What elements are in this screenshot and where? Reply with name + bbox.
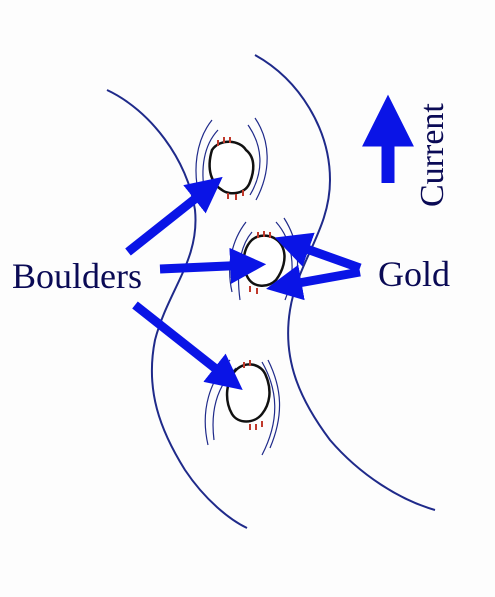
gold-arrows — [266, 232, 362, 301]
arrow-to-gold-upper — [274, 232, 362, 273]
flow-lines — [195, 117, 299, 456]
boulder-bottom — [225, 363, 271, 423]
current-label: Current — [414, 103, 451, 207]
arrow-to-top-boulder — [125, 176, 223, 256]
arrow-to-gold-lower — [266, 264, 361, 301]
boulders-label: Boulders — [12, 256, 142, 296]
arrow-to-bottom-boulder — [132, 301, 243, 391]
river-right-bank — [254, 54, 436, 511]
boulder-middle — [242, 234, 286, 287]
boulder-arrows — [125, 176, 267, 391]
gold-deposits — [217, 137, 271, 430]
boulder-top — [208, 140, 255, 195]
arrow-to-middle-boulder — [159, 247, 267, 284]
gold-label: Gold — [378, 254, 450, 294]
